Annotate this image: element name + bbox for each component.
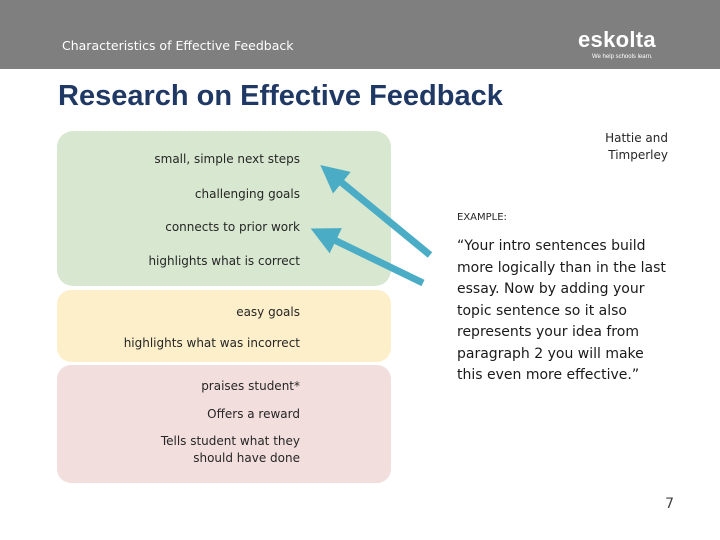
eskolta-logo: eskolta We help schools learn. — [578, 27, 668, 63]
logo-wordmark: eskolta — [578, 27, 656, 52]
moderate-feedback-band — [57, 290, 391, 362]
logo-tagline: We help schools learn. — [592, 54, 653, 60]
item-offers-reward: Offers a reward — [207, 407, 300, 421]
header-bar — [0, 0, 720, 69]
slide-title: Research on Effective Feedback — [58, 80, 503, 112]
example-quote: “Your intro sentences build more logical… — [457, 238, 666, 383]
ineffective-feedback-band — [57, 365, 391, 483]
page-number: 7 — [665, 496, 674, 512]
source-attribution: Hattie and Timperley — [605, 131, 668, 162]
item-highlights-correct: highlights what is correct — [148, 254, 300, 268]
item-praises-student: praises student* — [201, 379, 300, 393]
header-title: Characteristics of Effective Feedback — [62, 38, 294, 53]
item-easy-goals: easy goals — [236, 305, 300, 319]
item-small-simple-next-steps: small, simple next steps — [154, 152, 300, 166]
item-challenging-goals: challenging goals — [194, 187, 300, 201]
example-label: EXAMPLE: — [457, 212, 507, 223]
item-tells-what-should-have-done: Tells student what they should have done — [160, 434, 300, 465]
item-highlights-incorrect: highlights what was incorrect — [123, 336, 300, 350]
item-connects-to-prior-work: connects to prior work — [165, 220, 300, 234]
